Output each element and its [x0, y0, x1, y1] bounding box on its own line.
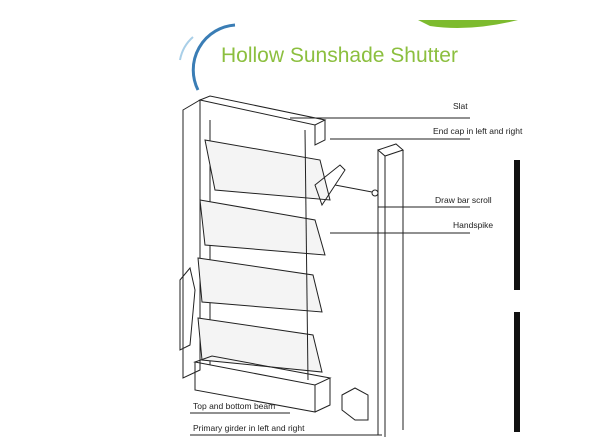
photo-edge	[514, 312, 520, 432]
label-primary-girder: Primary girder in left and right	[193, 423, 305, 433]
slat	[204, 139, 331, 201]
label-top-bottom-beam: Top and bottom beam	[193, 401, 276, 411]
decor-arc	[179, 23, 236, 91]
label-end-cap: End cap in left and right	[433, 126, 523, 136]
label-draw-bar-scroll: Draw bar scroll	[435, 195, 492, 205]
label-handspike: Handspike	[453, 220, 494, 230]
page-title: Hollow Sunshade Shutter	[221, 44, 458, 67]
label-slat: Slat	[453, 101, 468, 111]
green-accent-bar	[418, 20, 518, 28]
photo-edge	[514, 160, 520, 290]
shutter-frame	[179, 95, 470, 437]
slat	[199, 199, 326, 256]
